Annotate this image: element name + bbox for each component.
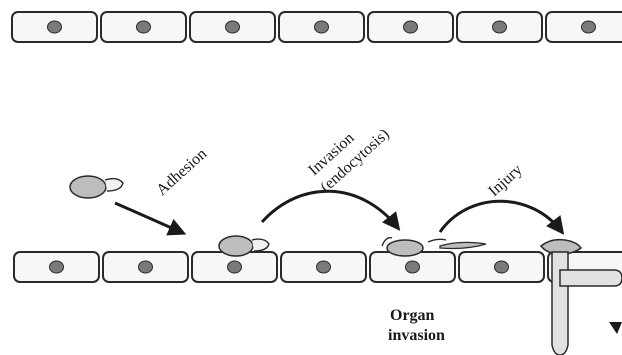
cell-nucleus: [226, 21, 240, 33]
bottom-epithelial-layer: [14, 252, 622, 282]
organ-invasion-arrowhead: [609, 322, 622, 334]
injury-arrow: [440, 201, 562, 232]
cell-nucleus: [139, 261, 153, 273]
free-pathogen: [70, 176, 123, 198]
cell-nucleus: [48, 21, 62, 33]
invasion-arrow: [262, 191, 398, 228]
label-organ-invasion: invasion: [388, 327, 445, 344]
cell-nucleus: [137, 21, 151, 33]
cell-nucleus: [493, 21, 507, 33]
cell-nucleus: [582, 21, 596, 33]
cell-nucleus: [317, 261, 331, 273]
label-injury: Injury: [485, 161, 525, 200]
adhesion-arrow: [115, 203, 183, 233]
cell-nucleus: [50, 261, 64, 273]
cell-nucleus: [404, 21, 418, 33]
label-organ: Organ: [390, 307, 435, 324]
cell-nucleus: [315, 21, 329, 33]
top-epithelial-layer: [12, 12, 622, 42]
cell-nucleus: [406, 261, 420, 273]
cell-nucleus: [495, 261, 509, 273]
label-adhesion: Adhesion: [153, 145, 210, 199]
cell-nucleus: [228, 261, 242, 273]
